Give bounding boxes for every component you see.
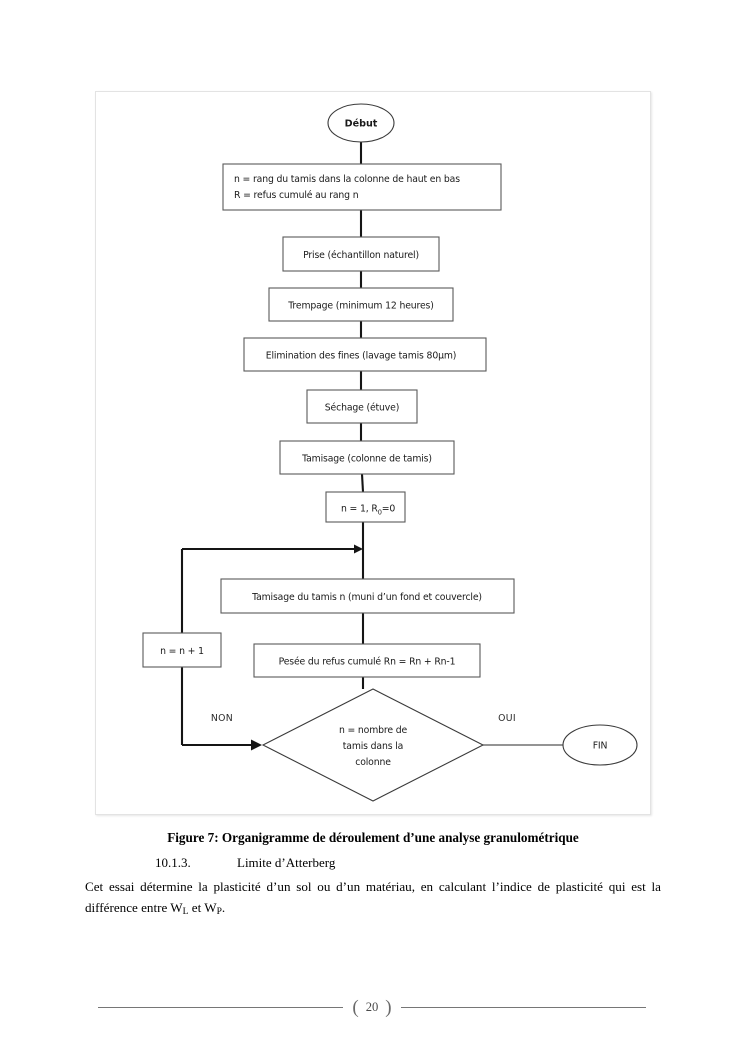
node-init-label: n = 1, R0=0 bbox=[341, 504, 395, 517]
body-paragraph: Cet essai détermine la plasticité d’un s… bbox=[85, 877, 661, 920]
edge-label-no: NON bbox=[211, 713, 233, 724]
node-trempage[interactable]: Trempage (minimum 12 heures) bbox=[268, 287, 454, 322]
node-prise[interactable]: Prise (échantillon naturel) bbox=[282, 236, 440, 272]
node-tamisage-n-label: Tamisage du tamis n (muni d’un fond et c… bbox=[251, 592, 482, 603]
node-definitions-line2: R = refus cumulé au rang n bbox=[234, 190, 359, 201]
node-decision-line2: tamis dans la bbox=[343, 741, 403, 752]
figure-caption: Figure 7: Organigramme de déroulement d’… bbox=[167, 830, 579, 845]
node-definitions-line1: n = rang du tamis dans la colonne de hau… bbox=[234, 174, 460, 185]
paragraph-part-3: . bbox=[221, 899, 226, 915]
paragraph-part-2: et W bbox=[188, 899, 217, 915]
node-tamisage-n[interactable]: Tamisage du tamis n (muni d’un fond et c… bbox=[220, 578, 515, 614]
node-decision-line1: n = nombre de bbox=[339, 725, 408, 736]
node-trempage-label: Trempage (minimum 12 heures) bbox=[287, 301, 433, 312]
node-init-main: n = 1, R bbox=[341, 504, 378, 515]
arrowhead-loop-join bbox=[354, 544, 363, 554]
node-end-label: FIN bbox=[593, 741, 608, 752]
footer-rule-left bbox=[98, 1006, 344, 1008]
node-start-label: Début bbox=[345, 118, 378, 130]
figure-container: Début n = rang du tamis dans la colonne … bbox=[95, 91, 651, 815]
node-start[interactable]: Début bbox=[327, 103, 395, 143]
section-heading: 10.1.3. Limite d’Atterberg bbox=[155, 854, 575, 872]
node-elimination-label: Elimination des fines (lavage tamis 80µm… bbox=[266, 351, 456, 362]
footer-page-group: ( 20 ) bbox=[343, 998, 400, 1017]
flowchart-diagram: Début n = rang du tamis dans la colonne … bbox=[142, 103, 638, 802]
arrowhead-no-branch bbox=[251, 739, 262, 751]
node-decision-line3: colonne bbox=[355, 757, 391, 768]
section-heading-text: Limite d’Atterberg bbox=[237, 855, 336, 870]
node-definitions[interactable]: n = rang du tamis dans la colonne de hau… bbox=[222, 163, 502, 211]
paragraph-part-1: Cet essai détermine la plasticité d’un s… bbox=[85, 879, 661, 915]
node-tamisage[interactable]: Tamisage (colonne de tamis) bbox=[279, 440, 455, 475]
node-init-subscript: 0 bbox=[378, 509, 382, 517]
footer-page-number: 20 bbox=[365, 999, 379, 1014]
node-prise-label: Prise (échantillon naturel) bbox=[303, 250, 419, 261]
node-tamisage-label: Tamisage (colonne de tamis) bbox=[301, 454, 432, 465]
footer-brace-left-icon: ( bbox=[352, 996, 359, 1018]
paragraph-subscript-wl: L bbox=[182, 906, 189, 917]
connector-tamisage-to-init bbox=[360, 473, 365, 493]
page-footer: ( 20 ) bbox=[98, 996, 646, 1018]
node-sechage-label: Séchage (étuve) bbox=[325, 403, 399, 414]
edge-label-yes: OUI bbox=[498, 713, 516, 724]
section-heading-number: 10.1.3. bbox=[155, 855, 191, 870]
node-pesee-label: Pesée du refus cumulé Rn = Rn + Rn-1 bbox=[279, 657, 456, 668]
node-elimination[interactable]: Elimination des fines (lavage tamis 80µm… bbox=[243, 337, 487, 372]
node-increment[interactable]: n = n + 1 bbox=[142, 632, 222, 668]
node-init-tail: =0 bbox=[382, 504, 396, 515]
footer-brace-right-icon: ) bbox=[385, 996, 392, 1018]
footer-rule-right bbox=[400, 1006, 646, 1008]
node-decision[interactable]: n = nombre de tamis dans la colonne bbox=[261, 688, 485, 802]
paragraph-subscript-wp: P bbox=[216, 906, 222, 917]
node-pesee[interactable]: Pesée du refus cumulé Rn = Rn + Rn-1 bbox=[253, 643, 481, 678]
node-init[interactable]: n = 1, R0=0 bbox=[325, 491, 406, 523]
node-end[interactable]: FIN bbox=[562, 724, 638, 766]
node-increment-label: n = n + 1 bbox=[160, 646, 204, 657]
node-sechage[interactable]: Séchage (étuve) bbox=[306, 389, 418, 424]
